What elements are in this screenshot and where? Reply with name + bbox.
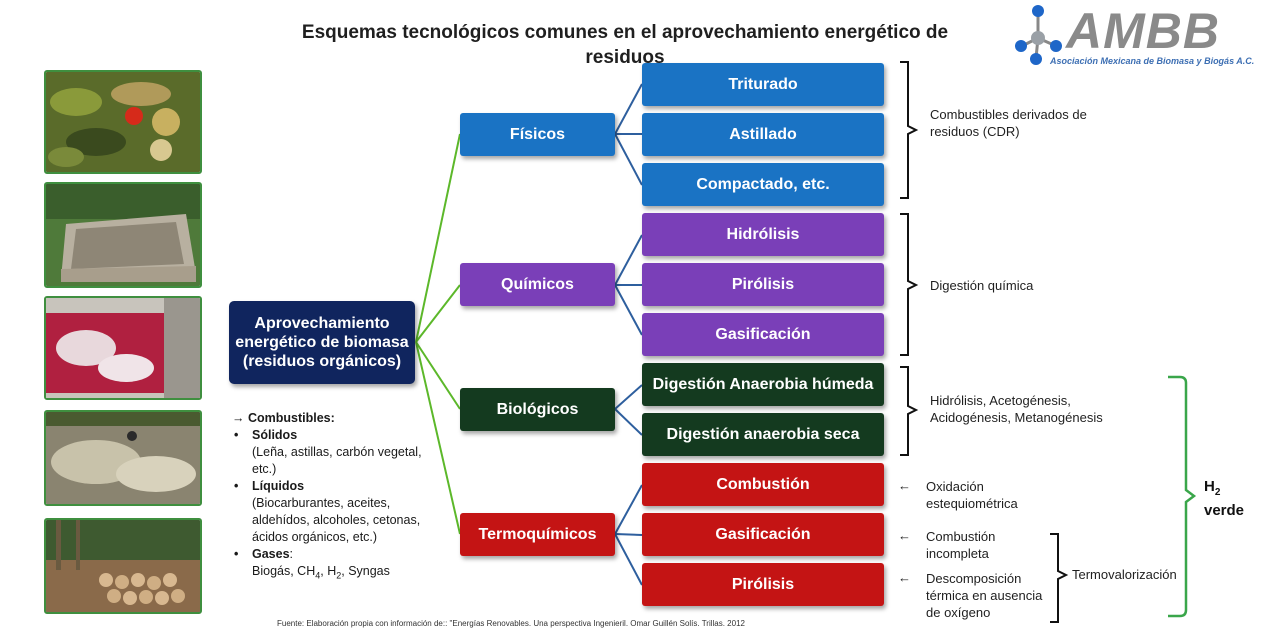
source-footnote: Fuente: Elaboración propia con informaci… [277, 619, 745, 628]
root-connectors [415, 133, 461, 535]
left-arrow-icon: ← [898, 478, 911, 493]
note-cdr: Combustibles derivados de residuos (CDR) [930, 107, 1087, 139]
note-biologicos: Hidrólisis, Acetogénesis, Acidogénesis, … [930, 393, 1103, 425]
process-hidrolisis: Hidrólisis [642, 213, 884, 256]
category-quimicos: Químicos [460, 263, 615, 306]
logo-wordmark: AMBB [1066, 3, 1220, 59]
left-arrow-icon: ← [898, 570, 911, 585]
compost-bed-photo [44, 182, 202, 288]
process-gasificacion-termo: Gasificación [642, 513, 884, 556]
right-arrow-icon: → [232, 411, 245, 425]
process-compactado: Compactado, etc. [642, 163, 884, 206]
note-combustion-incompleta: Combustión incompleta [926, 529, 996, 561]
fuels-liquidos-text: (Biocarburantes, aceites, aldehídos, alc… [252, 496, 421, 544]
category-fisicos: Físicos [460, 113, 615, 156]
process-pirolisis-termo: Pirólisis [642, 563, 884, 606]
child-connectors [614, 83, 643, 586]
h2-brace [1168, 375, 1197, 618]
root-node: Aprovechamiento energético de biomasa (r… [229, 301, 415, 384]
page-title: Esquemas tecnológicos comunes en el apro… [301, 22, 949, 68]
organic-waste-photo [44, 70, 202, 174]
process-combustion: Combustión [642, 463, 884, 506]
process-astillado: Astillado [642, 113, 884, 156]
left-arrow-icon: ← [898, 528, 911, 543]
ambb-logo: AMBB Asociación Mexicana de Biomasa y Bi… [1010, 2, 1254, 70]
process-pirolisis-quimica: Pirólisis [642, 263, 884, 306]
note-digestion-quimica: Digestión química [930, 278, 1034, 293]
process-triturado: Triturado [642, 63, 884, 106]
red-liquid-tank-photo [44, 296, 202, 400]
fuels-gases-text: Biogás, CH4, H2, Syngas [252, 564, 390, 581]
category-biologicos: Biológicos [460, 388, 615, 431]
fuels-liquidos-label: Líquidos [232, 478, 432, 495]
treatment-pond-photo [44, 410, 202, 506]
category-termoquimicos: Termoquímicos [460, 513, 615, 556]
note-oxidacion: Oxidación estequiométrica [926, 479, 1018, 511]
logo-subtitle: Asociación Mexicana de Biomasa y Biogás … [1050, 56, 1255, 66]
note-descomposicion: Descomposición térmica en ausencia de ox… [926, 571, 1043, 620]
right-braces [900, 61, 1069, 623]
molecule-icon [1015, 5, 1062, 65]
firewood-pile-photo [44, 518, 202, 614]
process-gasificacion-quimica: Gasificación [642, 313, 884, 356]
fuels-list: → Combustibles: Sólidos (Leña, astillas,… [232, 410, 432, 585]
h2-verde-label: H2 verde [1204, 478, 1245, 519]
note-termovalorizacion: Termovalorización [1072, 567, 1177, 582]
fuels-solidos-text: (Leña, astillas, carbón vegetal, etc.) [252, 445, 422, 476]
fuels-solidos-label: Sólidos [232, 427, 432, 444]
process-digestion-seca: Digestión anaerobia seca [642, 413, 884, 456]
process-digestion-humeda: Digestión Anaerobia húmeda [642, 363, 884, 406]
fuels-gases-label: Gases [252, 547, 290, 561]
